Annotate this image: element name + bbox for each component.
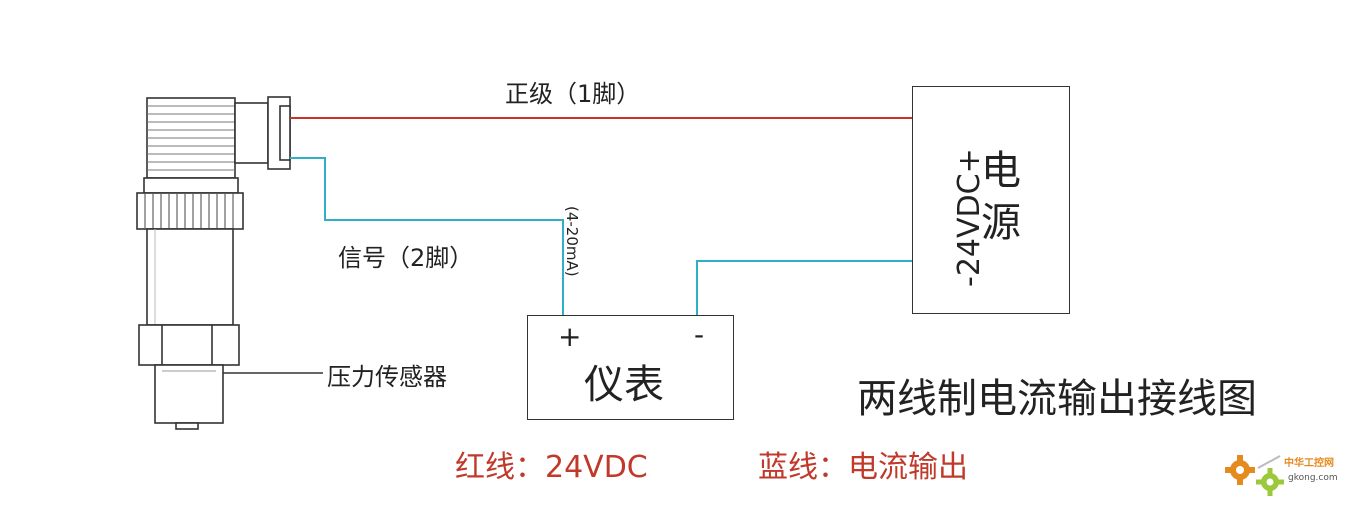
power-supply-title: 电源 (981, 148, 1021, 246)
pressure-sensor-drawing (136, 96, 291, 430)
blue-signal-wire (290, 157, 564, 315)
meter-box: + - 仪表 (527, 315, 734, 420)
meter-title: 仪表 (584, 362, 664, 408)
blue-return-wire (696, 260, 912, 317)
watermark-name: 中华工控网 (1284, 458, 1334, 469)
meter-plus-terminal: + (558, 320, 582, 353)
watermark-url: gkong.com (1288, 473, 1338, 483)
meter-minus-terminal: - (694, 318, 705, 351)
diagram-title: 两线制电流输出接线图 (857, 376, 1257, 422)
current-range-label: (4-20mA) (563, 206, 581, 277)
power-supply-box: -24VDC+ 电源 (912, 86, 1070, 314)
sensor-label: 压力传感器 (327, 363, 447, 391)
positive-wire-label: 正级（1脚） (505, 80, 641, 108)
legend-blue-wire: 蓝线：电流输出 (758, 450, 968, 485)
gkong-gear-icon (1225, 455, 1284, 496)
signal-wire-label: 信号（2脚） (338, 244, 474, 272)
legend-red-wire: 红线：24VDC (455, 450, 648, 485)
